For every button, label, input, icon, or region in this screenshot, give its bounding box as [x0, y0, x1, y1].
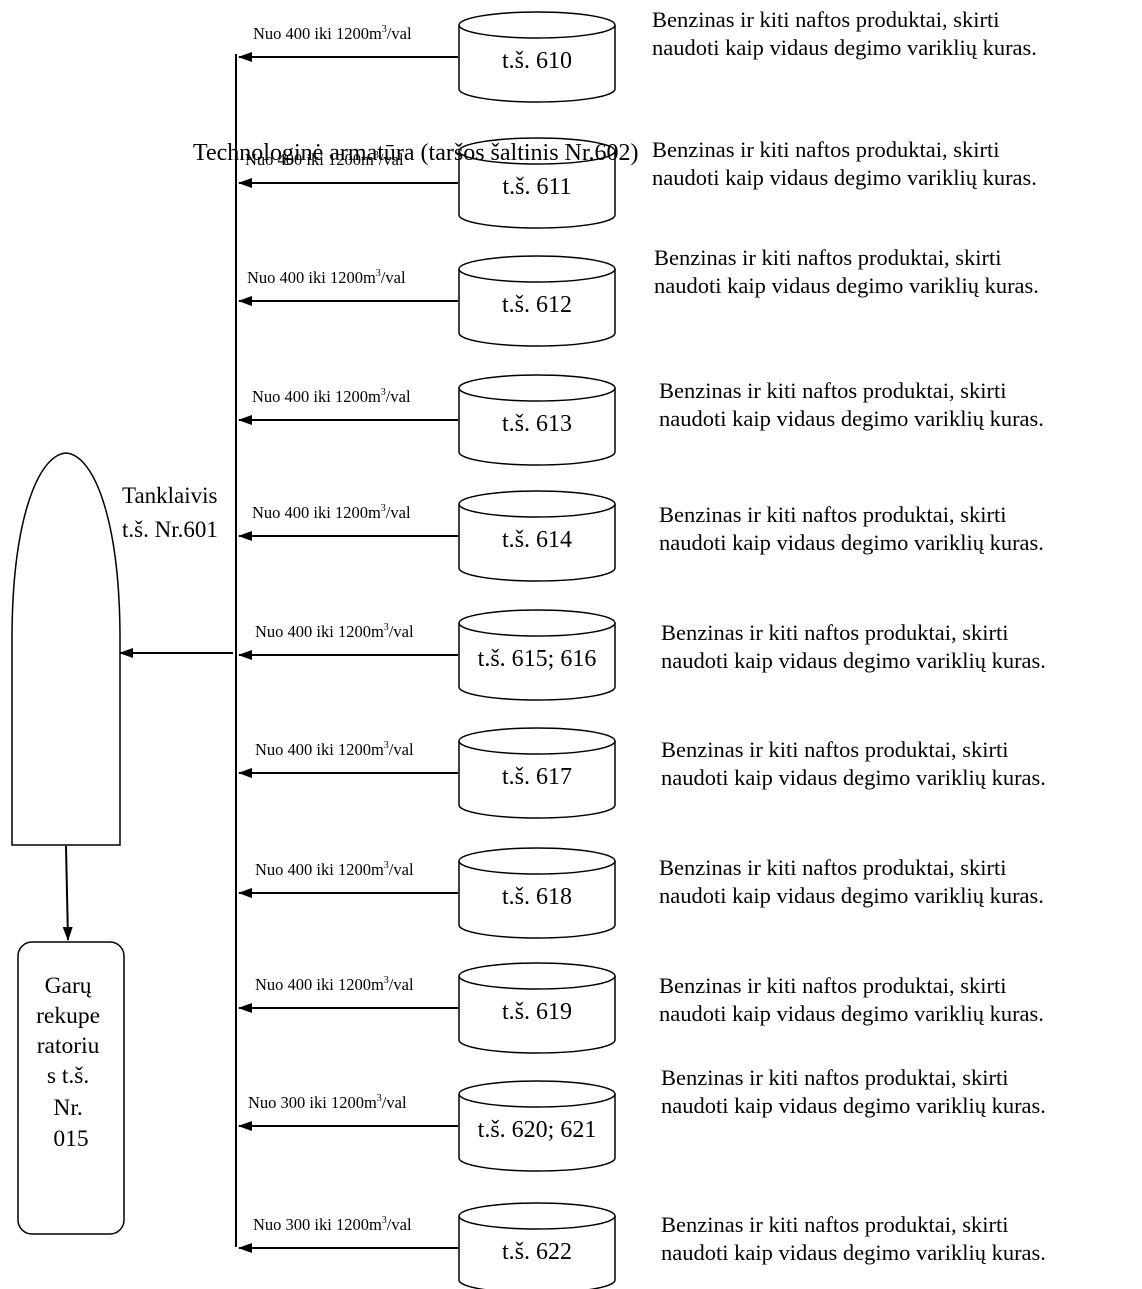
tank-cylinder-body — [458, 151, 616, 229]
tank-cylinder-body — [458, 269, 616, 347]
tank-label: t.š. 615; 616 — [478, 646, 597, 672]
tank-label: t.š. 619 — [502, 999, 572, 1025]
tank-label: t.š. 620; 621 — [478, 1117, 597, 1143]
tank-cylinder-top — [458, 11, 616, 39]
flow-rate-label: Nuo 400 iki 1200m3/val — [255, 740, 414, 759]
tank-cylinder-body — [458, 1216, 616, 1289]
tank-cylinder-top — [458, 490, 616, 518]
tank-label: t.š. 622 — [502, 1239, 572, 1265]
tank-row: Nuo 400 iki 1200m3/val t.š. 618 Benzinas i… — [238, 847, 1044, 939]
tank-row: Nuo 400 iki 1200m3/val t.š. 614 Benzinas i… — [238, 490, 1044, 582]
tank-label: t.š. 617 — [502, 764, 572, 790]
tank-description-line2: naudoti kaip vidaus degimo variklių kura… — [659, 883, 1044, 908]
tank-cylinder-top — [458, 137, 616, 165]
tank-cylinder-top — [458, 962, 616, 990]
ship-label-line1: Tanklaivis — [122, 483, 218, 508]
tank-description-line2: naudoti kaip vidaus degimo variklių kura… — [652, 165, 1037, 190]
tank-row: Nuo 300 iki 1200m3/val t.š. 622 Benzinas i… — [238, 1202, 1046, 1289]
tank-description-line1: Benzinas ir kiti naftos produktai, skirt… — [652, 137, 999, 162]
tank-cylinder-body — [458, 623, 616, 701]
tank-label: t.š. 610 — [502, 48, 572, 74]
tank-cylinder-body — [458, 861, 616, 939]
tank-row: Nuo 400 iki 1200m3/val t.š. 610 Benzinas i… — [238, 7, 1037, 103]
tank-cylinder-body — [458, 741, 616, 819]
tank-description-line2: naudoti kaip vidaus degimo variklių kura… — [654, 273, 1039, 298]
tank-row: Nuo 400 iki 1200m3/val t.š. 613 Benzinas i… — [238, 374, 1044, 466]
tank-cylinder-top — [458, 609, 616, 637]
tank-description-line1: Benzinas ir kiti naftos produktai, skirt… — [659, 855, 1006, 880]
flow-rate-label: Nuo 400 iki 1200m3/val — [252, 503, 411, 522]
tank-row: Nuo 400 iki 1200m3/val t.š. 612 Benzinas i… — [238, 245, 1039, 347]
tank-description-line1: Benzinas ir kiti naftos produktai, skirt… — [652, 7, 999, 32]
flow-rate-label: Nuo 400 iki 1200m3/val — [252, 387, 411, 406]
tank-cylinder-top — [458, 255, 616, 283]
tank-description-line2: naudoti kaip vidaus degimo variklių kura… — [659, 530, 1044, 555]
tank-cylinder-body — [458, 25, 616, 103]
tank-cylinder-top — [458, 847, 616, 875]
flow-rate-label: Nuo 400 iki 1200m3/val — [245, 150, 404, 169]
tank-description-line1: Benzinas ir kiti naftos produktai, skirt… — [661, 620, 1008, 645]
tank-description-line2: naudoti kaip vidaus degimo variklių kura… — [652, 35, 1037, 60]
vapour-recuperator — [17, 941, 125, 1235]
tank-description-line1: Benzinas ir kiti naftos produktai, skirt… — [654, 245, 1001, 270]
tank-description-line2: naudoti kaip vidaus degimo variklių kura… — [661, 1240, 1046, 1265]
technology-armature-title: Technologinė armatūra (taršos šaltinis N… — [193, 140, 639, 166]
tank-label: t.š. 612 — [502, 292, 572, 318]
tank-description-line2: naudoti kaip vidaus degimo variklių kura… — [661, 1093, 1046, 1118]
tank-cylinder-body — [458, 388, 616, 466]
tank-row: Nuo 400 iki 1200m3/val t.š. 617 Benzinas i… — [238, 727, 1046, 819]
tank-description-line2: naudoti kaip vidaus degimo variklių kura… — [659, 406, 1044, 431]
tank-description-line1: Benzinas ir kiti naftos produktai, skirt… — [661, 1212, 1008, 1237]
flow-rate-label: Nuo 400 iki 1200m3/val — [247, 268, 406, 287]
tank-cylinder-body — [458, 504, 616, 582]
tank-row: Nuo 400 iki 1200m3/val t.š. 615; 616 Benzi… — [238, 609, 1046, 701]
tank-cylinder-top — [458, 374, 616, 402]
tank-row: Nuo 400 iki 1200m3/val t.š. 619 Benzinas i… — [238, 962, 1044, 1054]
tank-label: t.š. 618 — [502, 884, 572, 910]
tank-label: t.š. 613 — [502, 411, 572, 437]
recuperator-label: Garų rekupe ratoriu s t.š. Nr. 015 — [36, 973, 106, 1152]
tank-description-line1: Benzinas ir kiti naftos produktai, skirt… — [661, 1065, 1008, 1090]
flow-rate-label: Nuo 300 iki 1200m3/val — [253, 1215, 412, 1234]
tank-row: Nuo 400 iki 1200m3/val t.š. 611 Benzinas i… — [238, 137, 1037, 229]
flow-rate-label: Nuo 400 iki 1200m3/val — [255, 622, 414, 641]
tank-cylinder-body — [458, 1094, 616, 1172]
tank-cylinder-body — [458, 976, 616, 1054]
tank-description-line1: Benzinas ir kiti naftos produktai, skirt… — [661, 737, 1008, 762]
tank-description-line2: naudoti kaip vidaus degimo variklių kura… — [661, 765, 1046, 790]
tanker-ship — [11, 452, 121, 846]
tank-cylinder-top — [458, 1080, 616, 1108]
tank-description-line1: Benzinas ir kiti naftos produktai, skirt… — [659, 502, 1006, 527]
ship-to-recuperator-arrow — [62, 845, 73, 941]
tank-cylinder-top — [458, 727, 616, 755]
tank-label: t.š. 614 — [502, 527, 572, 553]
tank-description-line1: Benzinas ir kiti naftos produktai, skirt… — [659, 378, 1006, 403]
flow-rate-label: Nuo 400 iki 1200m3/val — [253, 24, 412, 43]
flow-rate-label: Nuo 400 iki 1200m3/val — [255, 860, 414, 879]
tank-description-line1: Benzinas ir kiti naftos produktai, skirt… — [659, 973, 1006, 998]
flow-rate-label: Nuo 400 iki 1200m3/val — [255, 975, 414, 994]
tank-label: t.š. 611 — [502, 174, 571, 200]
tank-description-line2: naudoti kaip vidaus degimo variklių kura… — [661, 648, 1046, 673]
tank-cylinder-top — [458, 1202, 616, 1230]
tank-description-line2: naudoti kaip vidaus degimo variklių kura… — [659, 1001, 1044, 1026]
ship-label-line2: t.š. Nr.601 — [122, 517, 218, 542]
tank-row: Nuo 300 iki 1200m3/val t.š. 620; 621 Benzi… — [238, 1065, 1046, 1172]
flow-rate-label: Nuo 300 iki 1200m3/val — [248, 1093, 407, 1112]
